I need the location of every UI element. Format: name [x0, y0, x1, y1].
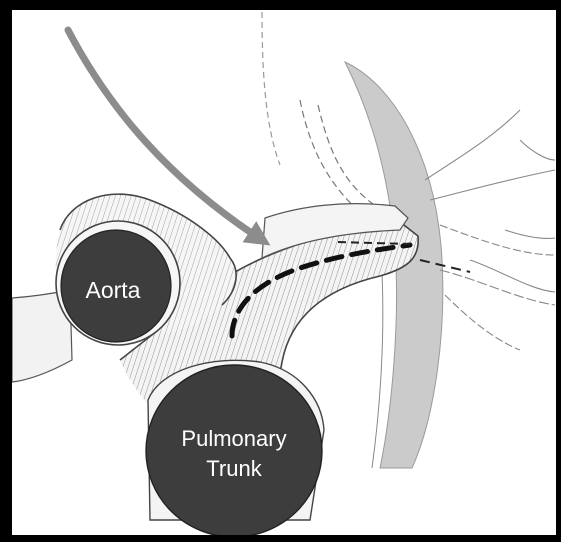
- pulmonary-trunk-label-line2: Trunk: [206, 456, 262, 481]
- aorta-label: Aorta: [86, 277, 141, 303]
- pulmonary-trunk-label-line1: Pulmonary: [181, 426, 286, 451]
- pulmonary-trunk-lumen: [146, 365, 322, 537]
